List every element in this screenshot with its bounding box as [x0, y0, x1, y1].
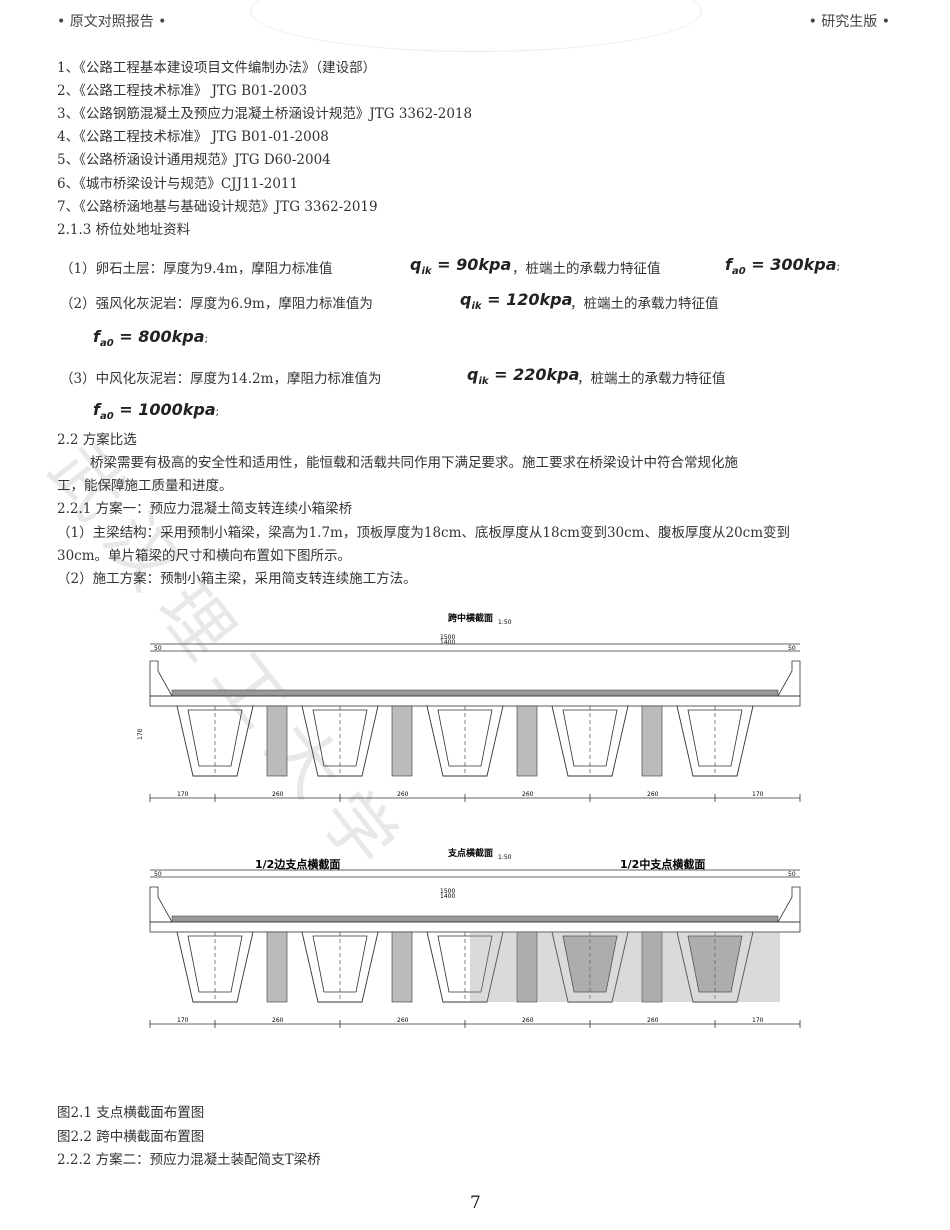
- section-heading: 2.2 方案比选: [57, 432, 137, 448]
- deck-slab: [149, 695, 801, 707]
- paragraph-line: （2）施工方案：预制小箱主梁，采用简支转连续施工方法。: [57, 571, 417, 587]
- paragraph-line: （1）主梁结构：采用预制小箱梁，梁高为1.7m，顶板厚度为18cm、底板厚度从1…: [57, 525, 791, 541]
- girder-cell: [312, 709, 368, 767]
- dimension-label: 170: [752, 791, 764, 798]
- dimension-label: 170: [177, 1017, 189, 1024]
- girder-cell: [437, 935, 493, 993]
- girder-cell: [187, 709, 243, 767]
- box-girder: [676, 705, 754, 777]
- qik-formula-1: qik = 90kpa: [410, 255, 512, 278]
- figure-caption: 图2.1 支点横截面布置图: [57, 1105, 205, 1121]
- reference-item: 5、《公路桥涵设计通用规范》JTG D60-2004: [57, 152, 331, 168]
- soil-layer-1-mid: ，桩端土的承载力特征值: [512, 261, 661, 277]
- reference-item: 6、《城市桥梁设计与规范》CJJ11-2011: [57, 176, 299, 192]
- dimension-label: 170: [752, 1017, 764, 1024]
- section-heading: 2.2.1 方案一：预应力混凝土简支转连续小箱梁桥: [57, 501, 353, 517]
- qik-formula-3: qik = 220kpa: [467, 365, 580, 388]
- box-girder: [426, 705, 504, 777]
- bottom-left-title: 1/2边支点横截面: [255, 857, 340, 871]
- dimension-label: 260: [647, 791, 659, 798]
- reference-item: 3、《公路钢筋混凝土及预应力混凝土桥涵设计规范》JTG 3362-2018: [57, 106, 473, 122]
- wet-joint: [641, 705, 663, 777]
- soil-layer-2: （2）强风化灰泥岩：厚度为6.9m，摩阻力标准值为: [60, 296, 373, 312]
- dimension-label: 260: [522, 1017, 534, 1024]
- header-right: • 研究生版 •: [808, 14, 890, 30]
- top-total-dim: 1500: [440, 634, 455, 641]
- wet-joint: [641, 931, 663, 1003]
- top-title: 跨中横截面: [448, 612, 493, 624]
- figure-caption: 图2.2 跨中横截面布置图: [57, 1129, 205, 1145]
- wet-joint: [516, 705, 538, 777]
- reference-item: 4、《公路工程技术标准》 JTG B01-01-2008: [57, 129, 329, 145]
- girder-cell: [562, 709, 618, 767]
- section-heading: 2.2.2 方案二：预应力混凝土装配简支T梁桥: [57, 1152, 321, 1168]
- header-left: • 原文对照报告 •: [57, 14, 167, 30]
- fa0-formula-2: fa0 = 800kpa;: [93, 327, 208, 350]
- box-girder: [676, 931, 754, 1003]
- barrier: [149, 886, 173, 923]
- bottom-scale: 1:50: [498, 854, 512, 861]
- girder-cell: [187, 935, 243, 993]
- reference-item: 1、《公路工程基本建设项目文件编制办法》（建设部）: [57, 60, 377, 76]
- deck-pavement: [171, 689, 779, 697]
- box-girder: [301, 705, 379, 777]
- dimension-label: 260: [272, 1017, 284, 1024]
- top-scale: 1:50: [498, 619, 512, 626]
- paragraph-line: 桥梁需要有极高的安全性和适用性，能恒载和活载共同作用下满足要求。施工要求在桥梁设…: [90, 455, 738, 471]
- paragraph-line: 30cm。单片箱梁的尺寸和横向布置如下图所示。: [57, 548, 352, 564]
- dimension-label: 260: [647, 1017, 659, 1024]
- fa0-formula-3: fa0 = 1000kpa;: [93, 400, 220, 423]
- edge-dim: 50: [154, 645, 162, 652]
- barrier: [777, 886, 801, 923]
- paragraph-line: 工，能保障施工质量和进度。: [57, 478, 233, 494]
- girder-cell: [687, 709, 743, 767]
- wet-joint: [266, 705, 288, 777]
- bottom-right-title: 1/2中支点横截面: [620, 857, 705, 871]
- soil-layer-3: （3）中风化灰泥岩：厚度为14.2m，摩阻力标准值为: [60, 371, 382, 387]
- reference-item: 2、《公路工程技术标准》 JTG B01-2003: [57, 83, 308, 99]
- page-number: 7: [470, 1193, 481, 1213]
- dimension-label: 260: [397, 791, 409, 798]
- box-girder: [176, 705, 254, 777]
- dimension-label: 260: [272, 791, 284, 798]
- box-girder: [301, 931, 379, 1003]
- soil-layer-2-mid: ，桩端土的承载力特征值: [570, 296, 719, 312]
- top-height-dim: 170: [137, 728, 144, 740]
- deck-slab: [149, 921, 801, 933]
- dimension-label: 170: [177, 791, 189, 798]
- wet-joint: [516, 931, 538, 1003]
- girder-cell: [437, 709, 493, 767]
- solid-diaphragm: [470, 932, 780, 1002]
- wet-joint: [266, 931, 288, 1003]
- wet-joint: [391, 931, 413, 1003]
- top-inner-dim: 1400: [440, 639, 455, 646]
- reference-item: 7、《公路桥涵地基与基础设计规范》JTG 3362-2019: [57, 199, 378, 215]
- barrier: [149, 660, 173, 697]
- fa0-formula-1: fa0 = 300kpa;: [725, 255, 840, 278]
- bottom-title: 支点横截面: [447, 847, 493, 859]
- bottom-inner-dim: 1400: [440, 893, 455, 900]
- edge-dim: 50: [154, 871, 162, 878]
- soil-layer-3-mid: ，桩端土的承载力特征值: [577, 371, 726, 387]
- bottom-total-dim: 1500: [440, 888, 455, 895]
- edge-dim: 50: [788, 871, 796, 878]
- deck-pavement: [171, 915, 779, 923]
- soil-layer-1: （1）卵石土层：厚度为9.4m，摩阻力标准值: [60, 261, 333, 277]
- wet-joint: [391, 705, 413, 777]
- edge-dim: 50: [788, 645, 796, 652]
- box-girder: [426, 931, 504, 1003]
- box-girder: [176, 931, 254, 1003]
- section-heading: 2.1.3 桥位处地址资料: [57, 222, 191, 238]
- dimension-label: 260: [522, 791, 534, 798]
- box-girder: [551, 705, 629, 777]
- girder-cell: [312, 935, 368, 993]
- box-girder: [551, 931, 629, 1003]
- qik-formula-2: qik = 120kpa: [460, 290, 573, 313]
- dimension-label: 260: [397, 1017, 409, 1024]
- barrier: [777, 660, 801, 697]
